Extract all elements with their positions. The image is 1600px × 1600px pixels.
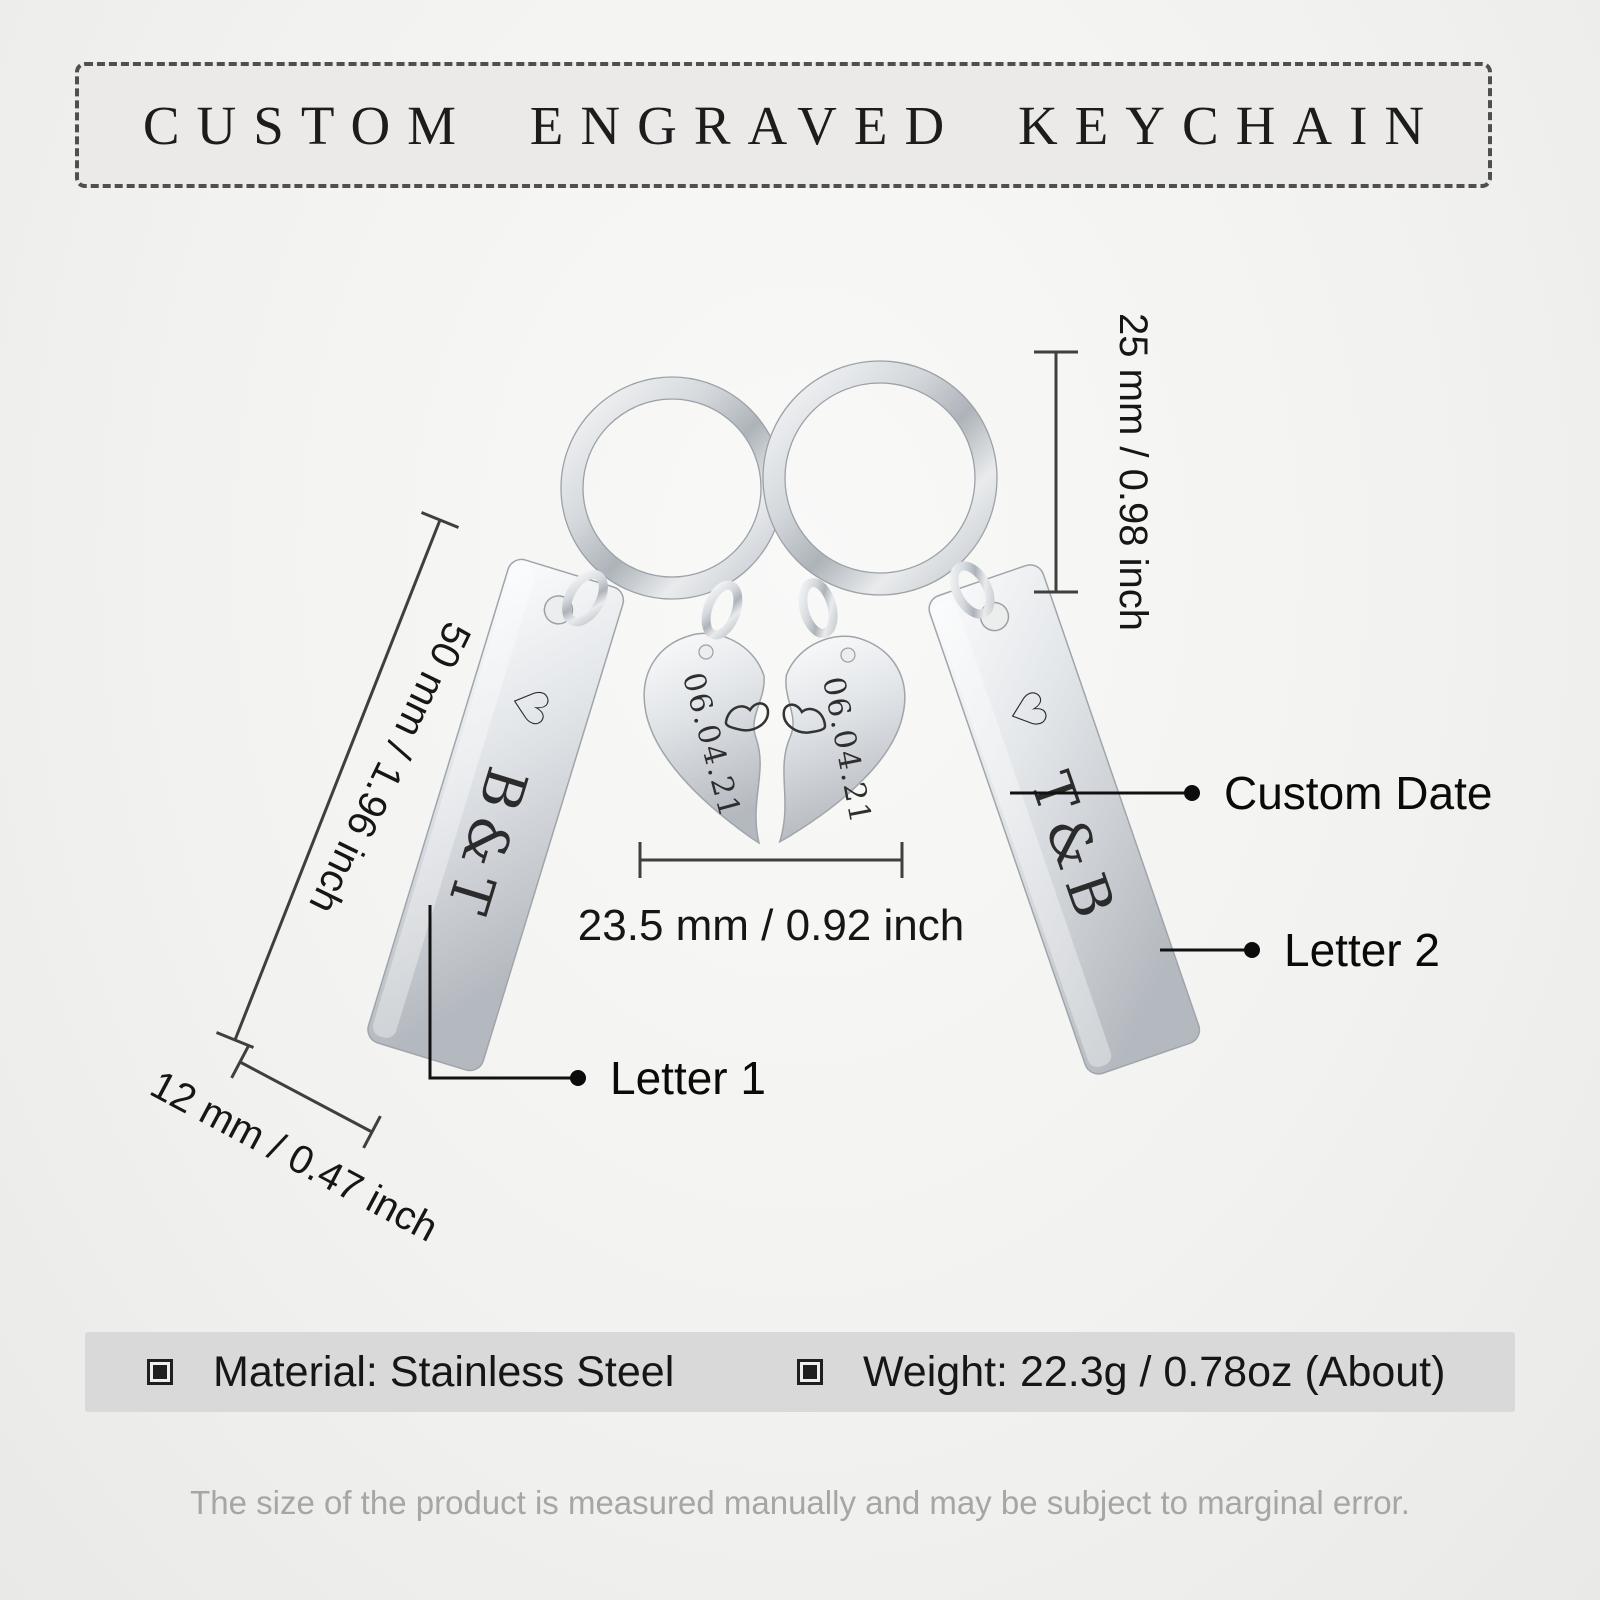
love-bird-left-engraving — [724, 702, 770, 732]
callout-letter-1: Letter 1 — [428, 905, 766, 1104]
weight-spec: Weight: 22.3g / 0.78oz (About) — [797, 1332, 1445, 1412]
callout-custom-date-label: Custom Date — [1224, 767, 1492, 819]
title-banner: CUSTOM ENGRAVED KEYCHAIN — [75, 62, 1492, 188]
callout-letter-1-label: Letter 1 — [610, 1052, 766, 1104]
heart-pendant-right: 06.04.21 — [778, 635, 906, 844]
dimension-heart-width-label: 23.5 mm / 0.92 inch — [578, 901, 964, 950]
jump-ring-left-tag — [562, 569, 608, 627]
callout-letter-2-label: Letter 2 — [1284, 924, 1440, 976]
dimension-ring-label: 25 mm / 0.98 inch — [1111, 313, 1155, 631]
bar-tag-right: ♡ T&B — [928, 564, 1201, 1075]
callout-letter-2: Letter 2 — [1160, 924, 1440, 976]
keyring-right — [762, 360, 998, 596]
jump-ring-heart-left — [701, 580, 743, 640]
callout-dot — [1244, 942, 1260, 958]
material-spec: Material: Stainless Steel — [147, 1332, 674, 1412]
square-bullet-icon — [147, 1359, 173, 1385]
keyring-left — [560, 376, 784, 600]
page-title: CUSTOM ENGRAVED KEYCHAIN — [142, 94, 1442, 156]
bar-tag-left: ♡ B&T — [367, 558, 625, 1072]
callout-dot — [570, 1070, 586, 1086]
love-bird-right-engraving — [782, 703, 827, 734]
dimension-ring: 25 mm / 0.98 inch — [1034, 313, 1155, 631]
heart-pendant-left: 06.04.21 — [643, 632, 770, 845]
weight-spec-text: Weight: 22.3g / 0.78oz (About) — [863, 1347, 1446, 1396]
dimension-tag-width: 12 mm / 0.47 inch — [143, 1045, 445, 1251]
callout-dot — [1184, 785, 1200, 801]
specs-bar: Material: Stainless Steel Weight: 22.3g … — [85, 1332, 1515, 1412]
jump-ring-heart-right — [798, 578, 838, 638]
jump-ring-right-tag — [949, 561, 995, 619]
material-spec-text: Material: Stainless Steel — [213, 1347, 675, 1396]
callout-custom-date: Custom Date — [1010, 767, 1492, 819]
footer-note: The size of the product is measured manu… — [190, 1484, 1410, 1521]
dimension-heart-width: 23.5 mm / 0.92 inch — [578, 842, 964, 950]
square-bullet-icon — [797, 1359, 823, 1385]
